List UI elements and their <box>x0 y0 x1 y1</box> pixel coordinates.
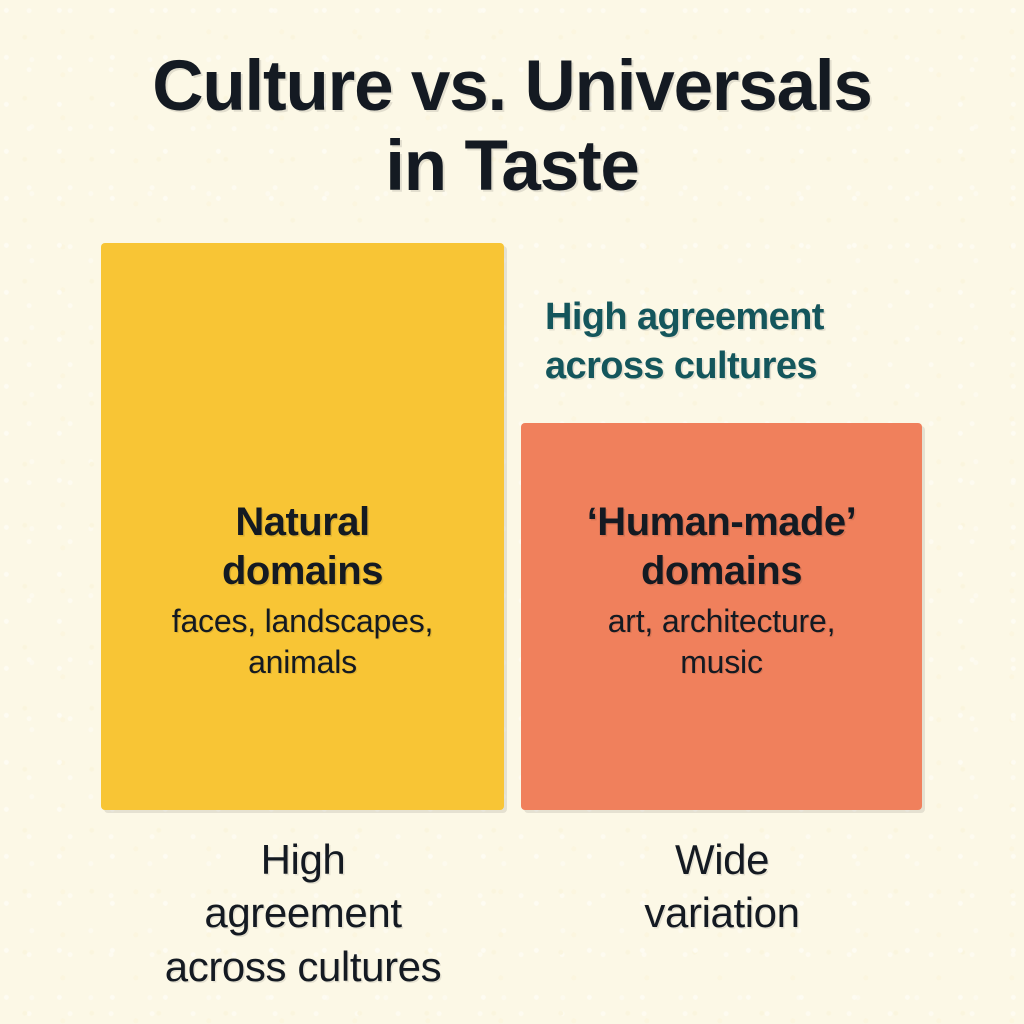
bar-natural-domains-subtitle: faces, landscapes, animals <box>171 603 434 680</box>
bar-natural-domains: Natural domains faces, landscapes, anima… <box>101 243 504 810</box>
caption-human-made-domains: Wide variation <box>644 836 800 937</box>
bar-human-made-domains-label-group: ‘Human-made’ domains art, architecture, … <box>521 498 922 810</box>
bar-natural-domains-heading: Natural domains <box>222 499 383 593</box>
annotation-high-agreement: High agreement across cultures <box>545 296 824 388</box>
bar-human-made-domains-heading: ‘Human-made’ domains <box>586 499 857 593</box>
bar-human-made-domains: ‘Human-made’ domains art, architecture, … <box>521 423 922 810</box>
bar-human-made-domains-subtitle: art, architecture, music <box>607 603 836 680</box>
page-title: Culture vs. Universals in Taste <box>152 47 873 206</box>
caption-natural-domains: High agreement across cultures <box>164 836 442 990</box>
bar-natural-domains-label-group: Natural domains faces, landscapes, anima… <box>101 498 504 810</box>
